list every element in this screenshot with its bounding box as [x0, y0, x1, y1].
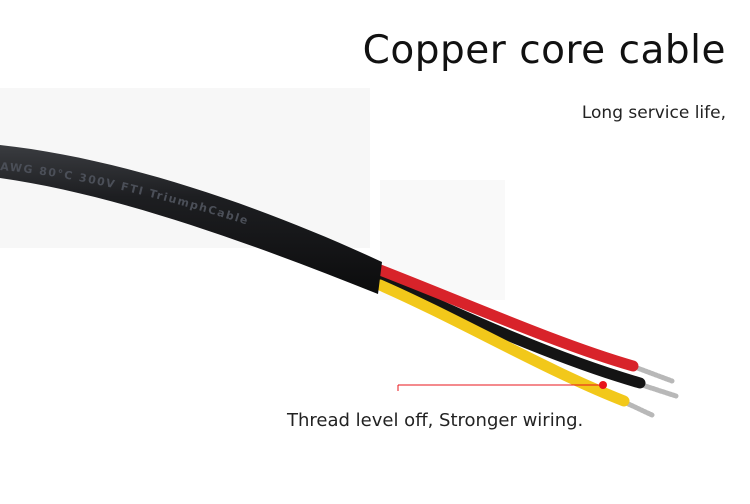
copper-conductors	[619, 363, 679, 418]
yellow-wire	[374, 279, 630, 407]
feature-caption: Thread level off, Stronger wiring.	[287, 410, 584, 431]
cable-jacket	[0, 145, 382, 294]
subtitle: Long service life,	[581, 103, 726, 123]
black-wire	[374, 272, 646, 389]
leader-dot	[599, 381, 607, 389]
page-title: Copper core cable	[362, 28, 726, 73]
red-wire	[374, 264, 639, 372]
